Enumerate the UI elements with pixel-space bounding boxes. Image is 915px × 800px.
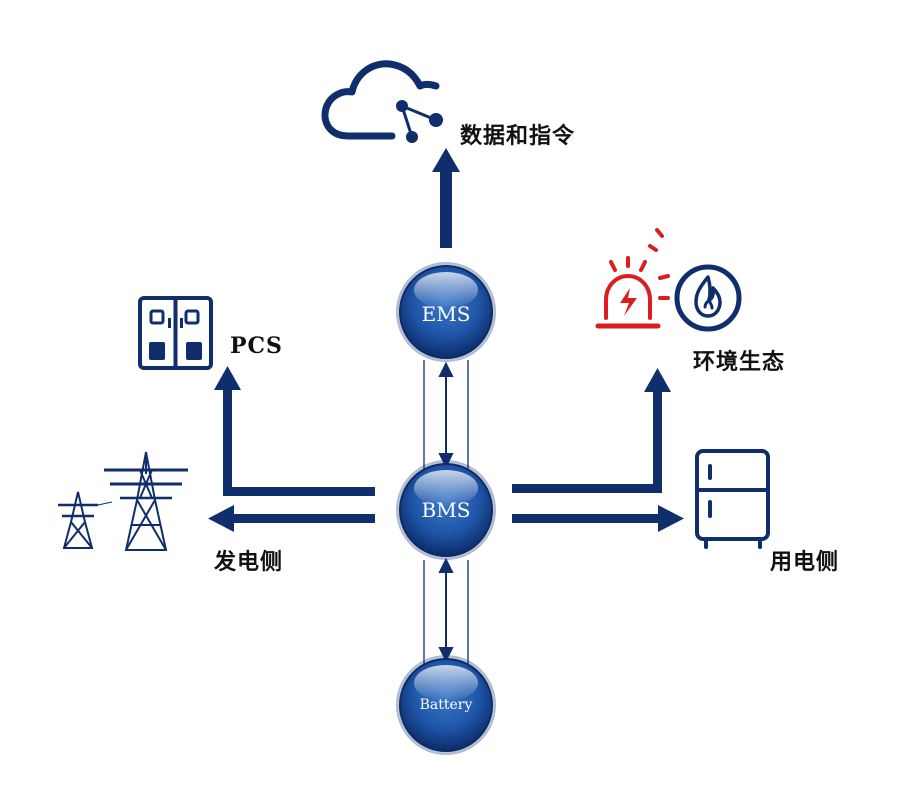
battery-node[interactable] xyxy=(396,655,496,755)
arrow-to-environment xyxy=(512,368,671,493)
transmission-tower-icon xyxy=(58,451,188,551)
arrow-to-consumption-side xyxy=(512,505,684,532)
bidirectional-arrow-bms-battery xyxy=(438,557,454,663)
bms-label: BMS xyxy=(421,498,471,522)
bidirectional-arrow-ems-bms xyxy=(438,361,454,469)
battery-label: Battery xyxy=(419,697,473,713)
cloud-label: 数据和指令 xyxy=(460,124,576,149)
environment-label: 环境生态 xyxy=(693,350,786,375)
refrigerator-icon xyxy=(695,449,770,549)
fire-icon xyxy=(674,264,742,332)
generation-side-label: 发电侧 xyxy=(214,550,284,575)
vertical-links xyxy=(423,360,469,665)
consumption-side-label: 用电侧 xyxy=(770,550,840,575)
bms-node[interactable] xyxy=(396,460,496,560)
arrow-to-pcs xyxy=(214,366,375,496)
alarm-siren-icon xyxy=(595,228,670,329)
ems-label: EMS xyxy=(421,302,471,326)
arrow-to-cloud xyxy=(432,148,460,248)
pcs-cabinet-icon xyxy=(138,296,213,370)
ems-node[interactable] xyxy=(396,262,496,362)
pcs-label: PCS xyxy=(230,333,283,359)
arrow-to-generation-side xyxy=(208,505,375,532)
cloud-share-icon xyxy=(321,60,443,143)
